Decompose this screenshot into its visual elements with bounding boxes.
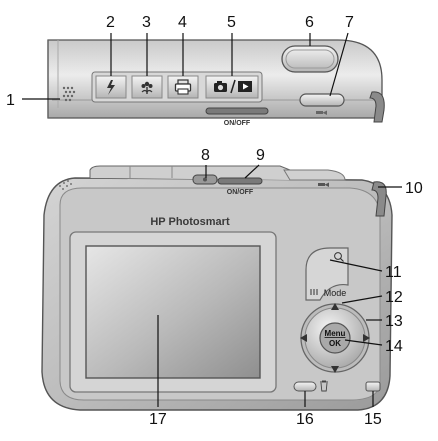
callout-15: 15 [364,411,382,428]
magnify-icon [334,252,342,260]
macro-flower-icon [141,81,153,94]
callout-2: 2 [106,14,115,31]
delete-button[interactable] [293,381,317,392]
callout-numbers: 1 2 3 4 5 6 7 8 9 10 11 12 13 14 15 16 1… [6,14,423,428]
mode-label: Mode [324,288,347,298]
strap-lug-back [371,181,387,217]
callout-1: 1 [6,92,15,109]
menu-label: Menu [325,329,346,338]
image-display [85,245,261,379]
up-arrow-icon[interactable] [331,303,339,310]
right-arrow-icon[interactable] [363,334,370,342]
menu-ok-button[interactable] [319,322,351,354]
callout-11: 11 [385,264,402,281]
camera-back-view: ON/OFF HP Photosmart Mode Menu OK [41,165,393,411]
callout-14: 14 [385,338,403,355]
callout-3: 3 [142,14,151,31]
down-arrow-icon[interactable] [331,366,339,373]
back-speaker-dots [59,180,72,190]
print-icon [174,79,192,95]
thumbnails-icon [310,289,318,295]
callout-6: 6 [305,14,314,31]
callout-12: 12 [385,289,403,306]
brand-label: HP Photosmart [150,216,230,228]
trash-icon [320,380,328,392]
quick-view-button[interactable] [365,381,381,392]
video-camera-icon-back [318,182,329,187]
onoff-label-back: ON/OFF [227,189,254,196]
strap-lug [369,91,385,123]
power-slider[interactable] [205,107,269,115]
callout-16: 16 [296,411,314,428]
callout-5: 5 [227,14,236,31]
camera-top-view: ON/OFF [47,39,385,127]
callout-7: 7 [345,14,354,31]
callout-13: 13 [385,313,403,330]
callout-9: 9 [256,147,265,164]
camera-playback-icon [214,79,252,94]
callout-17: 17 [149,411,167,428]
callout-10: 10 [405,180,423,197]
speaker-grille [62,86,76,102]
onoff-label-top: ON/OFF [224,120,251,127]
video-camera-icon [316,110,327,115]
top-ridge [89,165,291,180]
flash-icon [107,80,115,95]
ok-label: OK [329,339,341,348]
leader-lines [22,32,402,407]
left-arrow-icon[interactable] [300,334,307,342]
callout-8: 8 [201,147,210,164]
video-button[interactable] [299,93,345,107]
callout-4: 4 [178,14,187,31]
